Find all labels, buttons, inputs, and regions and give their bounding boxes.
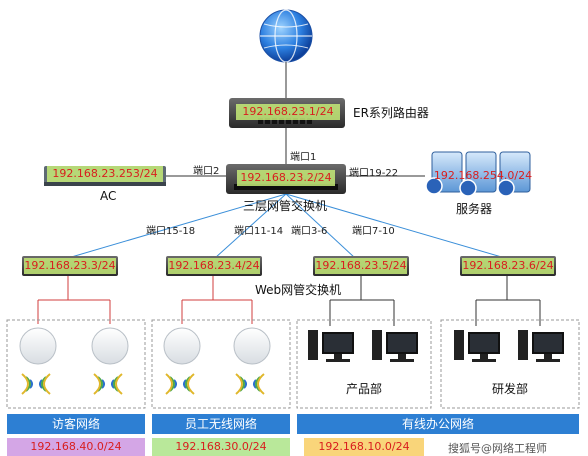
links (165, 62, 425, 177)
dept-product-label: 产品部 (346, 382, 383, 396)
watermark: 搜狐号@网络工程师 (448, 442, 547, 455)
access-switch-ip-label: 192.168.23.3/24 (24, 258, 116, 274)
wired-subnet-label: 192.168.10.0/24 (304, 438, 424, 456)
access-switch-ip-label: 192.168.23.5/24 (315, 258, 407, 274)
staff-subnet-label: 192.168.30.0/24 (152, 438, 290, 456)
access-switch-name-label: Web网管交换机 (255, 283, 342, 297)
guest-group-box (6, 319, 146, 409)
dept-rnd-label: 研发部 (492, 382, 529, 396)
product-group-box (296, 319, 432, 409)
access-switch-ip-label: 192.168.23.6/24 (462, 258, 554, 274)
ac-ip-label: 192.168.23.253/24 (47, 166, 163, 182)
link-core-sw5 (285, 193, 356, 259)
port-label-1: 端口1 (290, 152, 317, 163)
router-ip-label: 192.168.23.1/24 (236, 104, 340, 120)
guest-subnet-label: 192.168.40.0/24 (7, 438, 145, 456)
port-label-2: 端口2 (193, 166, 220, 177)
port-label-11-14: 端口11-14 (234, 226, 284, 237)
staff-group-box (151, 319, 291, 409)
access-switch-ip-label: 192.168.23.4/24 (168, 258, 260, 274)
staff-network-band: 员工无线网络 (152, 414, 290, 434)
wifi-signal-icon (21, 373, 265, 395)
pc-links (329, 276, 541, 326)
links-access (67, 193, 506, 259)
link-core-sw6 (285, 193, 506, 259)
core-switch-name-label: 三层网管交换机 (243, 199, 328, 213)
port-label-15-18: 端口15-18 (146, 226, 196, 237)
port-label-19-22: 端口19-22 (349, 168, 399, 179)
link-core-sw3 (67, 193, 287, 259)
rnd-group-box (440, 319, 580, 409)
guest-network-band: 访客网络 (7, 414, 145, 434)
port-label-7-10: 端口7-10 (352, 226, 395, 237)
servers-icon (425, 151, 531, 197)
desktop-pc-icon (308, 330, 564, 362)
ap-links (37, 276, 253, 324)
link-core-sw4 (214, 193, 287, 259)
servers-name-label: 服务器 (456, 202, 493, 216)
ac-name-label: AC (100, 189, 117, 203)
wired-network-band: 有线办公网络 (297, 414, 579, 434)
internet-globe-icon (259, 9, 313, 63)
port-label-3-6: 端口3-6 (291, 226, 328, 237)
servers-ip-label: 192.168.254.0/24 (433, 169, 533, 182)
core-switch-ip-label: 192.168.23.2/24 (237, 170, 335, 186)
router-name-label: ER系列路由器 (353, 106, 429, 120)
wireless-ap-icon (19, 327, 271, 365)
